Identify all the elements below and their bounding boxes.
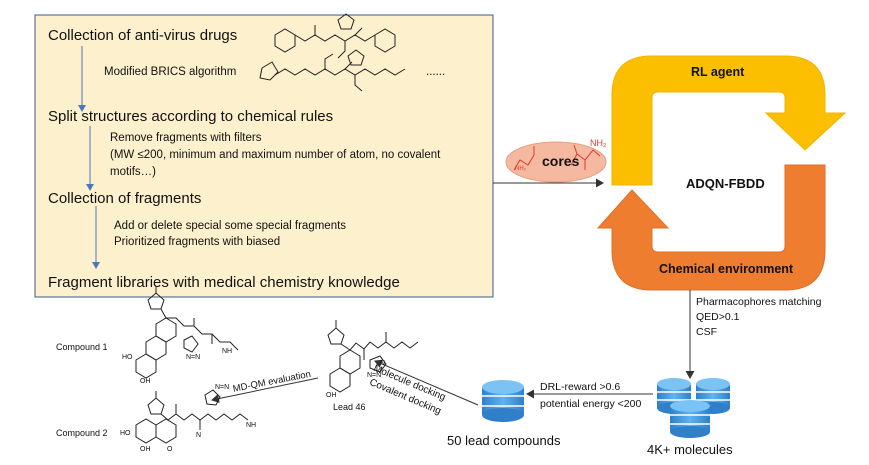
filter-qed: QED>0.1 (696, 311, 740, 323)
note-filters-line3: motifs…) (110, 166, 156, 178)
cores-nh2-small: NH₂ (515, 166, 526, 172)
note-brics: Modified BRICS algorithm (104, 66, 237, 78)
note-filters-line2: (MW ≤200, minimum and maximum number of … (110, 149, 441, 161)
atom-c2-ho: HO (120, 430, 131, 437)
atom-lead46-nn: N=N (367, 372, 382, 379)
atom-c2-oh: OH (140, 446, 151, 453)
atom-c2-nh: NH (246, 422, 257, 429)
rl-agent-label: RL agent (691, 65, 745, 79)
arrow-mdqm (211, 377, 319, 403)
chemical-environment-label: Chemical environment (659, 262, 794, 276)
workflow-box (34, 14, 494, 298)
lead-compounds-label: 50 lead compounds (447, 433, 561, 448)
note-special-2: Prioritized fragments with biased (114, 236, 281, 248)
atom-c1-nh: NH (222, 348, 233, 355)
atom-c2-o: O (167, 446, 173, 453)
step-collection-fragments: Collection of fragments (48, 190, 202, 207)
compound1-structure (135, 286, 239, 379)
atom-lead46-n: N (380, 360, 386, 367)
antivirus-molecules-sketch (259, 13, 406, 92)
atom-c2-n: N (196, 432, 202, 439)
molecules-label: 4K+ molecules (647, 442, 733, 457)
compound2-structure (135, 389, 249, 444)
lead46-label: Lead 46 (333, 402, 366, 412)
molecules-database-icon (657, 378, 730, 438)
lead46-structure (327, 320, 419, 393)
rl-agent-arrow (611, 55, 847, 186)
cores-ellipse (505, 141, 607, 183)
compound2-label: Compound 2 (56, 428, 108, 438)
step-split-structures: Split structures according to chemical r… (48, 108, 334, 125)
step-fragment-libraries: Fragment libraries with medical chemistr… (48, 274, 400, 291)
atom-lead46-oh: OH (326, 392, 337, 399)
compound1-label: Compound 1 (56, 342, 108, 352)
atom-c2-nn: N=N (215, 384, 230, 391)
filter-csf: CSF (696, 326, 717, 338)
atom-c1-oh: OH (140, 378, 151, 385)
atom-c1-nn: N=N (186, 354, 201, 361)
cores-structure-left (513, 146, 535, 171)
cores-label: cores (542, 153, 580, 169)
step-collection-antivirus: Collection of anti-virus drugs (48, 27, 238, 44)
filter-pharmacophores: Pharmacophores matching (696, 296, 822, 308)
note-filters-line1: Remove fragments with filters (110, 132, 262, 144)
reward-energy: potential energy <200 (540, 398, 642, 410)
cores-nh2: NH₂ (590, 138, 607, 148)
atom-c1-ho: HO (122, 354, 133, 361)
chemical-environment-arrow (596, 164, 826, 291)
arrow-docking (374, 359, 479, 406)
note-special-1: Add or delete special some special fragm… (114, 220, 347, 232)
note-ellipsis: ...... (426, 66, 446, 78)
adqn-fbdd-label: ADQN-FBDD (686, 176, 765, 191)
lead-compounds-database-icon (482, 380, 524, 422)
reward-drl: DRL-reward >0.6 (540, 381, 621, 393)
cores-structure-right (570, 144, 601, 170)
